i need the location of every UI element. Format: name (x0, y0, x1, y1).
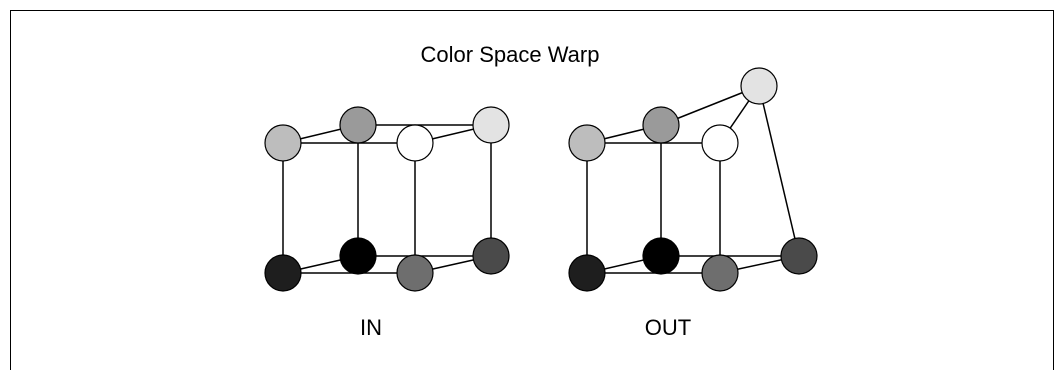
in-node-bl (264, 254, 302, 292)
out-node-bl (568, 254, 606, 292)
out-node-tf (740, 67, 778, 105)
out-node-br (701, 254, 739, 292)
in-node-tf (472, 106, 510, 144)
out-edge-tf-bf (758, 85, 800, 257)
in-node-br (396, 254, 434, 292)
diagram-title: Color Space Warp (421, 42, 600, 67)
out-node-bm (642, 237, 680, 275)
cube-out (568, 67, 818, 292)
in-label: IN (360, 315, 382, 340)
out-node-bf (780, 237, 818, 275)
out-label: OUT (645, 315, 691, 340)
out-node-tm (642, 106, 680, 144)
in-node-tl (264, 124, 302, 162)
in-node-bf (472, 237, 510, 275)
in-node-tm (339, 106, 377, 144)
diagram-frame (10, 10, 1054, 370)
in-node-tr (396, 124, 434, 162)
in-node-bm (339, 237, 377, 275)
out-node-tl (568, 124, 606, 162)
cube-in (264, 106, 510, 292)
out-node-tr (701, 124, 739, 162)
